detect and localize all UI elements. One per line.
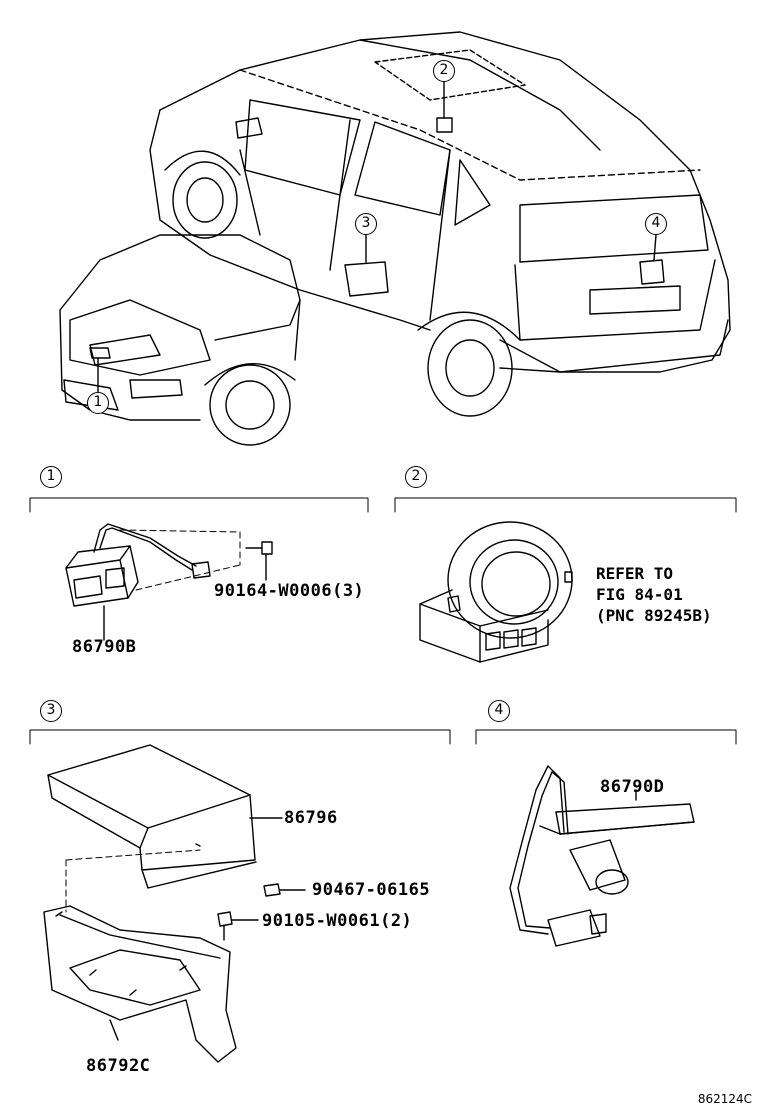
part-label-90105-W0061: 90105-W0061(2) [262, 911, 413, 931]
part-label-90467-06165: 90467-06165 [312, 880, 431, 900]
callout-1-section: 1 [40, 466, 62, 488]
part-label-86792C: 86792C [86, 1056, 151, 1076]
callout-3-overview: 3 [355, 213, 377, 235]
callout-3-section: 3 [40, 700, 62, 722]
reference-line-2: FIG 84-01 [596, 585, 683, 604]
part-label-86790B: 86790B [72, 637, 137, 657]
callout-4-overview: 4 [645, 213, 667, 235]
camera-86790D-drawing [509, 765, 695, 947]
callout-2-overview: 2 [433, 60, 455, 82]
sensor-86790B-drawing [65, 523, 273, 641]
part-label-86796: 86796 [284, 808, 338, 828]
vehicle-illustration [59, 31, 731, 446]
callout-1-overview: 1 [87, 392, 109, 414]
callout-4-section: 4 [488, 700, 510, 722]
ecu-86796-drawing [43, 744, 306, 1063]
spiral-cable-drawing [419, 521, 573, 663]
reference-line-3: (PNC 89245B) [596, 606, 712, 625]
figure-id: 862124C [697, 1092, 752, 1106]
reference-line-1: REFER TO [596, 564, 674, 583]
section-brackets [29, 497, 737, 745]
reference-note: REFER TO FIG 84-01 (PNC 89245B) [596, 563, 712, 626]
callout-2-section: 2 [405, 466, 427, 488]
part-label-90164-W0006: 90164-W0006(3) [214, 581, 365, 601]
part-label-86790D: 86790D [600, 777, 665, 797]
